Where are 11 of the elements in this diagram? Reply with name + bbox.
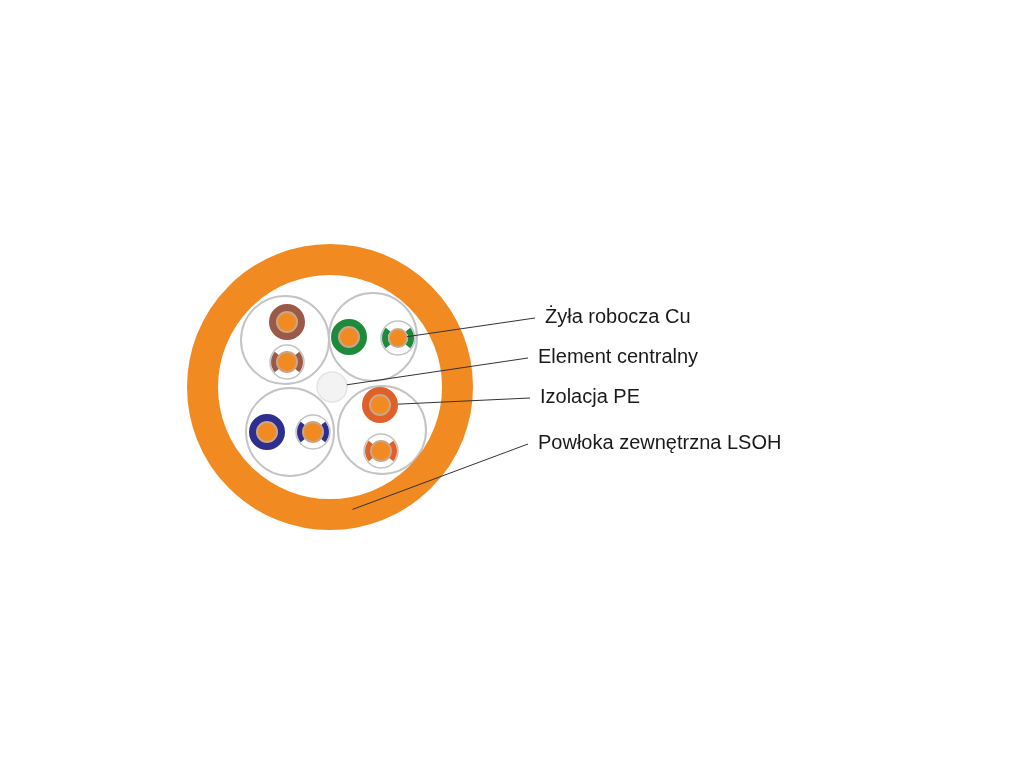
leader-line xyxy=(346,357,529,386)
leader-line xyxy=(406,317,536,338)
part-label: Izolacja PE xyxy=(540,384,641,408)
insulated-wire xyxy=(362,387,398,423)
part-label: Powłoka zewnętrzna LSOH xyxy=(538,430,782,454)
central-element xyxy=(316,371,348,403)
part-label: Żyła robocza Cu xyxy=(545,304,691,328)
part-label: Element centralny xyxy=(538,344,699,368)
leader-line xyxy=(352,443,529,510)
leader-line xyxy=(397,397,531,405)
outer-sheath xyxy=(187,244,473,530)
